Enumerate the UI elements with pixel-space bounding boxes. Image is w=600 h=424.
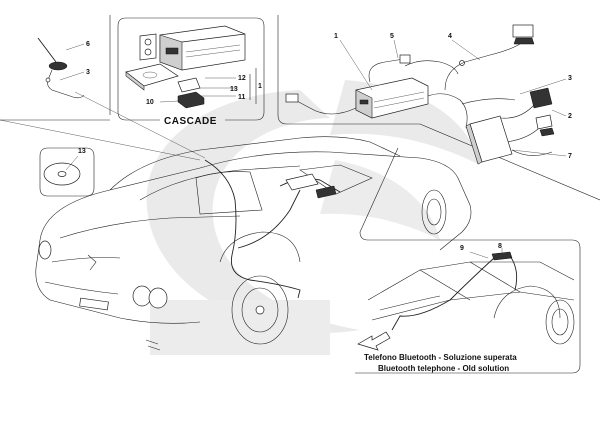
callout-11: 11 [238, 94, 246, 101]
callout-9: 9 [460, 245, 464, 252]
cascade-leaders [159, 68, 257, 104]
callout-6: 6 [86, 41, 90, 48]
callout-7: 7 [568, 153, 572, 160]
topright-leaders [339, 39, 567, 157]
inset-title-cascade: CASCADE [164, 116, 217, 127]
callout-8: 8 [498, 243, 502, 250]
head-unit-wiring [285, 54, 516, 129]
callout-5: 5 [390, 33, 394, 40]
bluetooth-inset-car [367, 248, 575, 345]
panel-borders [0, 15, 600, 374]
callout-3-right: 3 [568, 75, 572, 82]
cascade-remote [177, 91, 205, 109]
navigation-head-unit [355, 77, 429, 119]
car-outline [35, 136, 472, 351]
gps-antenna [444, 24, 535, 91]
navigation-cd [39, 147, 95, 197]
cascade-head-unit [139, 25, 246, 71]
callout-12: 12 [238, 75, 246, 82]
cd-leader [0, 119, 201, 161]
callout-4: 4 [448, 33, 452, 40]
cascade-manual [125, 63, 201, 93]
callout-13-inset: 13 [230, 86, 238, 93]
roof-antenna [37, 37, 85, 99]
callout-3-left: 3 [86, 69, 90, 76]
bluetooth-caption-italian: Telefono Bluetooth - Soluzione superata [364, 353, 517, 362]
callout-2: 2 [568, 113, 572, 120]
callout-1-inset: 1 [258, 83, 262, 90]
antenna-leader [74, 91, 206, 159]
callout-1: 1 [334, 33, 338, 40]
handsfree-speaker [465, 115, 553, 165]
callout-13-cd: 13 [78, 148, 86, 155]
direction-arrow [357, 331, 391, 351]
bluetooth-module [499, 87, 555, 143]
callout-10: 10 [146, 99, 154, 106]
bluetooth-caption-english: Bluetooth telephone - Old solution [378, 364, 509, 373]
car-wiring-harness [204, 159, 341, 299]
